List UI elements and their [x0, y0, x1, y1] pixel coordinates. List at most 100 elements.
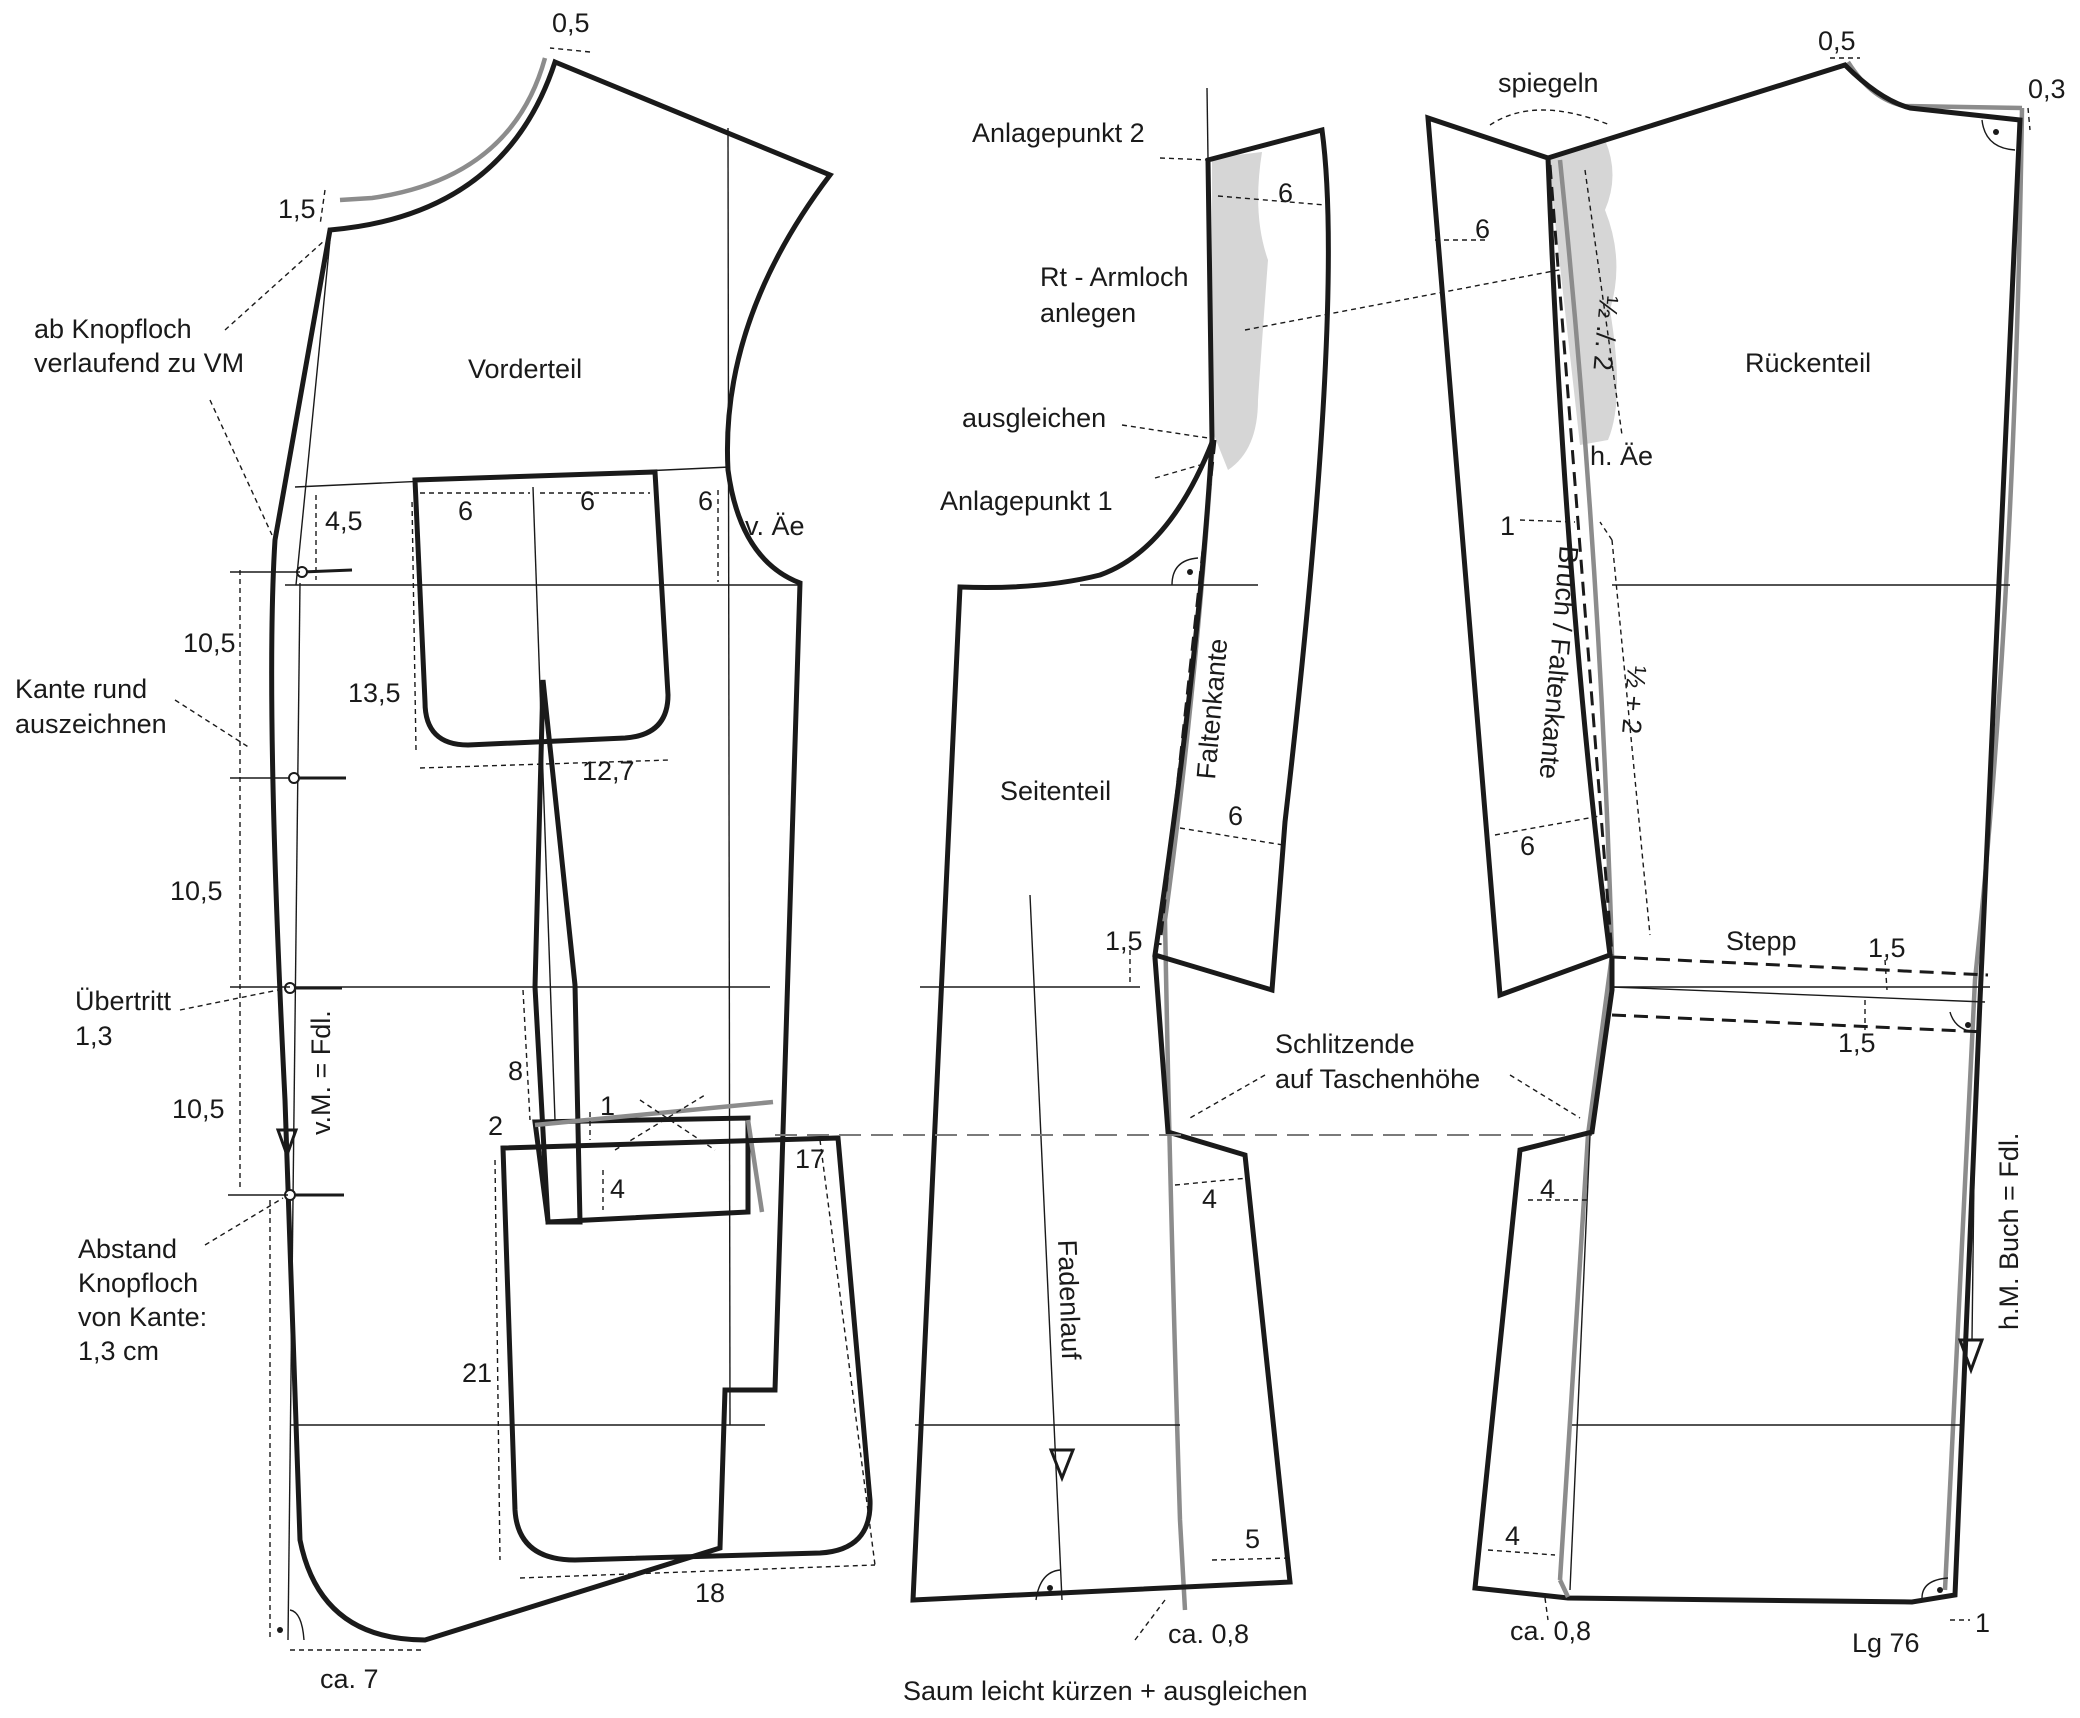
front-line-vert	[727, 127, 731, 1426]
note-schlitz-2: auf Taschenhöhe	[1275, 1064, 1480, 1094]
m-btn-gap-1: 10,5	[183, 628, 236, 658]
m-back-1-5-a: 1,5	[1868, 933, 1906, 963]
note-h-ae: h. Äe	[1590, 441, 1653, 471]
note-knopfloch-2: verlaufend zu VM	[34, 348, 244, 378]
measurements: 0,5 1,5 6 6 6 4,5 10,5 10,5 10,5 13,5 12…	[170, 8, 2066, 1694]
m-pocket-right: 6	[580, 486, 595, 516]
note-kante-1: Kante rund	[15, 674, 147, 704]
m-dart-8: 8	[508, 1056, 523, 1086]
note-anlage1: Anlagepunkt 1	[940, 486, 1113, 516]
side-gray-edge	[1162, 439, 1216, 1611]
back-piece	[1425, 57, 2031, 1621]
back-hem-gray	[1557, 1579, 1571, 1598]
back-neck-gray	[1846, 60, 2023, 111]
front-grain-arrow-icon	[275, 1128, 299, 1160]
front-line-pocket-center	[532, 486, 556, 1121]
m-hem-ca7: ca. 7	[320, 1664, 379, 1694]
note-abstand-2: Knopfloch	[78, 1268, 198, 1298]
front-lower-pocket	[500, 1135, 873, 1563]
back-fold-dash	[1548, 164, 1614, 956]
side-grain-line	[1029, 894, 1063, 1601]
m-lower-17: 17	[795, 1144, 825, 1174]
m-lower-18: 18	[695, 1578, 725, 1608]
note-schlitz-1: Schlitzende	[1275, 1029, 1415, 1059]
note-fadenlauf: Fadenlauf	[1052, 1239, 1086, 1361]
m-btn-gap-2: 10,5	[170, 876, 223, 906]
side-line-armhole-vert	[1206, 87, 1213, 441]
side-main-outline	[910, 439, 1293, 1603]
note-vm-fdl: v.M. = Fdl.	[306, 1010, 336, 1135]
m-back-ca08: ca. 0,8	[1510, 1616, 1591, 1646]
m-pocket-width: 12,7	[582, 756, 635, 786]
back-mirror-panel	[1425, 114, 1613, 999]
m-back-neck: 0,5	[1818, 26, 1856, 56]
front-flap	[532, 1115, 751, 1225]
m-back-4-b: 4	[1505, 1521, 1520, 1551]
m-side-6-top: 6	[1278, 178, 1293, 208]
side-piece	[775, 87, 1592, 1641]
m-btn-gap-3: 10,5	[172, 1094, 225, 1124]
buttons	[284, 566, 353, 1201]
note-armloch-1: Rt - Armloch	[1040, 262, 1189, 292]
note-bruch: Bruch / Faltenkante	[1534, 544, 1584, 780]
m-side-1-5: 1,5	[1105, 926, 1143, 956]
back-line-waist2	[1611, 986, 1986, 1003]
m-4-5: 4,5	[325, 506, 363, 536]
front-flap-gray	[534, 1099, 774, 1128]
note-lg: Lg 76	[1852, 1628, 1920, 1658]
front-piece	[174, 47, 876, 1651]
m-side-5: 5	[1245, 1524, 1260, 1554]
back-stepp-line	[1611, 955, 1989, 977]
note-armloch-2: anlegen	[1040, 298, 1136, 328]
m-back-03: 0,3	[2028, 74, 2066, 104]
m-pocket-depth: 13,5	[348, 678, 401, 708]
note-abstand-1: Abstand	[78, 1234, 177, 1264]
m-back-1: 1	[1500, 511, 1515, 541]
front-neck-gray	[339, 57, 548, 203]
note-saum: Saum leicht kürzen + ausgleichen	[903, 1676, 1308, 1706]
m-side-ca08: ca. 0,8	[1168, 1619, 1249, 1649]
note-ausgleichen: ausgleichen	[962, 403, 1106, 433]
label-back: Rückenteil	[1745, 348, 1871, 378]
m-back-6-mid: 6	[1520, 831, 1535, 861]
m-front-shoulder: 1,5	[278, 194, 316, 224]
m-side-6-mid: 6	[1228, 801, 1243, 831]
m-back-6-top: 6	[1475, 214, 1490, 244]
m-back-1-5-b: 1,5	[1838, 1028, 1876, 1058]
front-dart	[532, 679, 583, 1225]
m-lower-21: 21	[462, 1358, 492, 1388]
note-v-ae: v. Äe	[745, 511, 805, 541]
m-back-lg-1: 1	[1975, 1608, 1990, 1638]
note-stepp: Stepp	[1726, 926, 1797, 956]
note-abstand-3: von Kante:	[78, 1302, 207, 1332]
m-pocket-left: 6	[458, 496, 473, 526]
note-half-minus-2: ½ ./. 2	[1587, 294, 1623, 371]
front-outline	[269, 58, 834, 1643]
note-kante-2: auszeichnen	[15, 709, 167, 739]
m-armhole-6: 6	[698, 486, 713, 516]
m-front-neck: 0,5	[552, 8, 590, 38]
button-2-icon	[288, 772, 300, 784]
front-flap-gray-side	[745, 1119, 765, 1213]
m-flap-2: 2	[488, 1111, 503, 1141]
side-upper-panel	[1152, 126, 1331, 994]
label-side: Seitenteil	[1000, 776, 1111, 806]
note-abstand-4: 1,3 cm	[78, 1336, 159, 1366]
back-side-gray	[1557, 159, 1615, 1581]
back-grain-arrow-icon	[1957, 1338, 1985, 1375]
note-uebertritt-1: Übertritt	[75, 986, 172, 1016]
side-fold-dash	[1158, 439, 1217, 946]
note-knopfloch-1: ab Knopfloch	[34, 314, 192, 344]
note-faltenkante: Faltenkante	[1191, 637, 1233, 780]
label-front: Vorderteil	[468, 354, 582, 384]
front-line-neck-cf	[295, 239, 331, 586]
side-grain-arrow-icon	[1048, 1448, 1076, 1483]
back-main-outline	[1472, 62, 2023, 1605]
note-spiegeln: spiegeln	[1498, 68, 1599, 98]
front-upper-pocket	[412, 469, 671, 748]
back-stepp-line-2	[1611, 1013, 1986, 1034]
note-uebertritt-2: 1,3	[75, 1021, 113, 1051]
button-3-icon	[284, 982, 296, 994]
